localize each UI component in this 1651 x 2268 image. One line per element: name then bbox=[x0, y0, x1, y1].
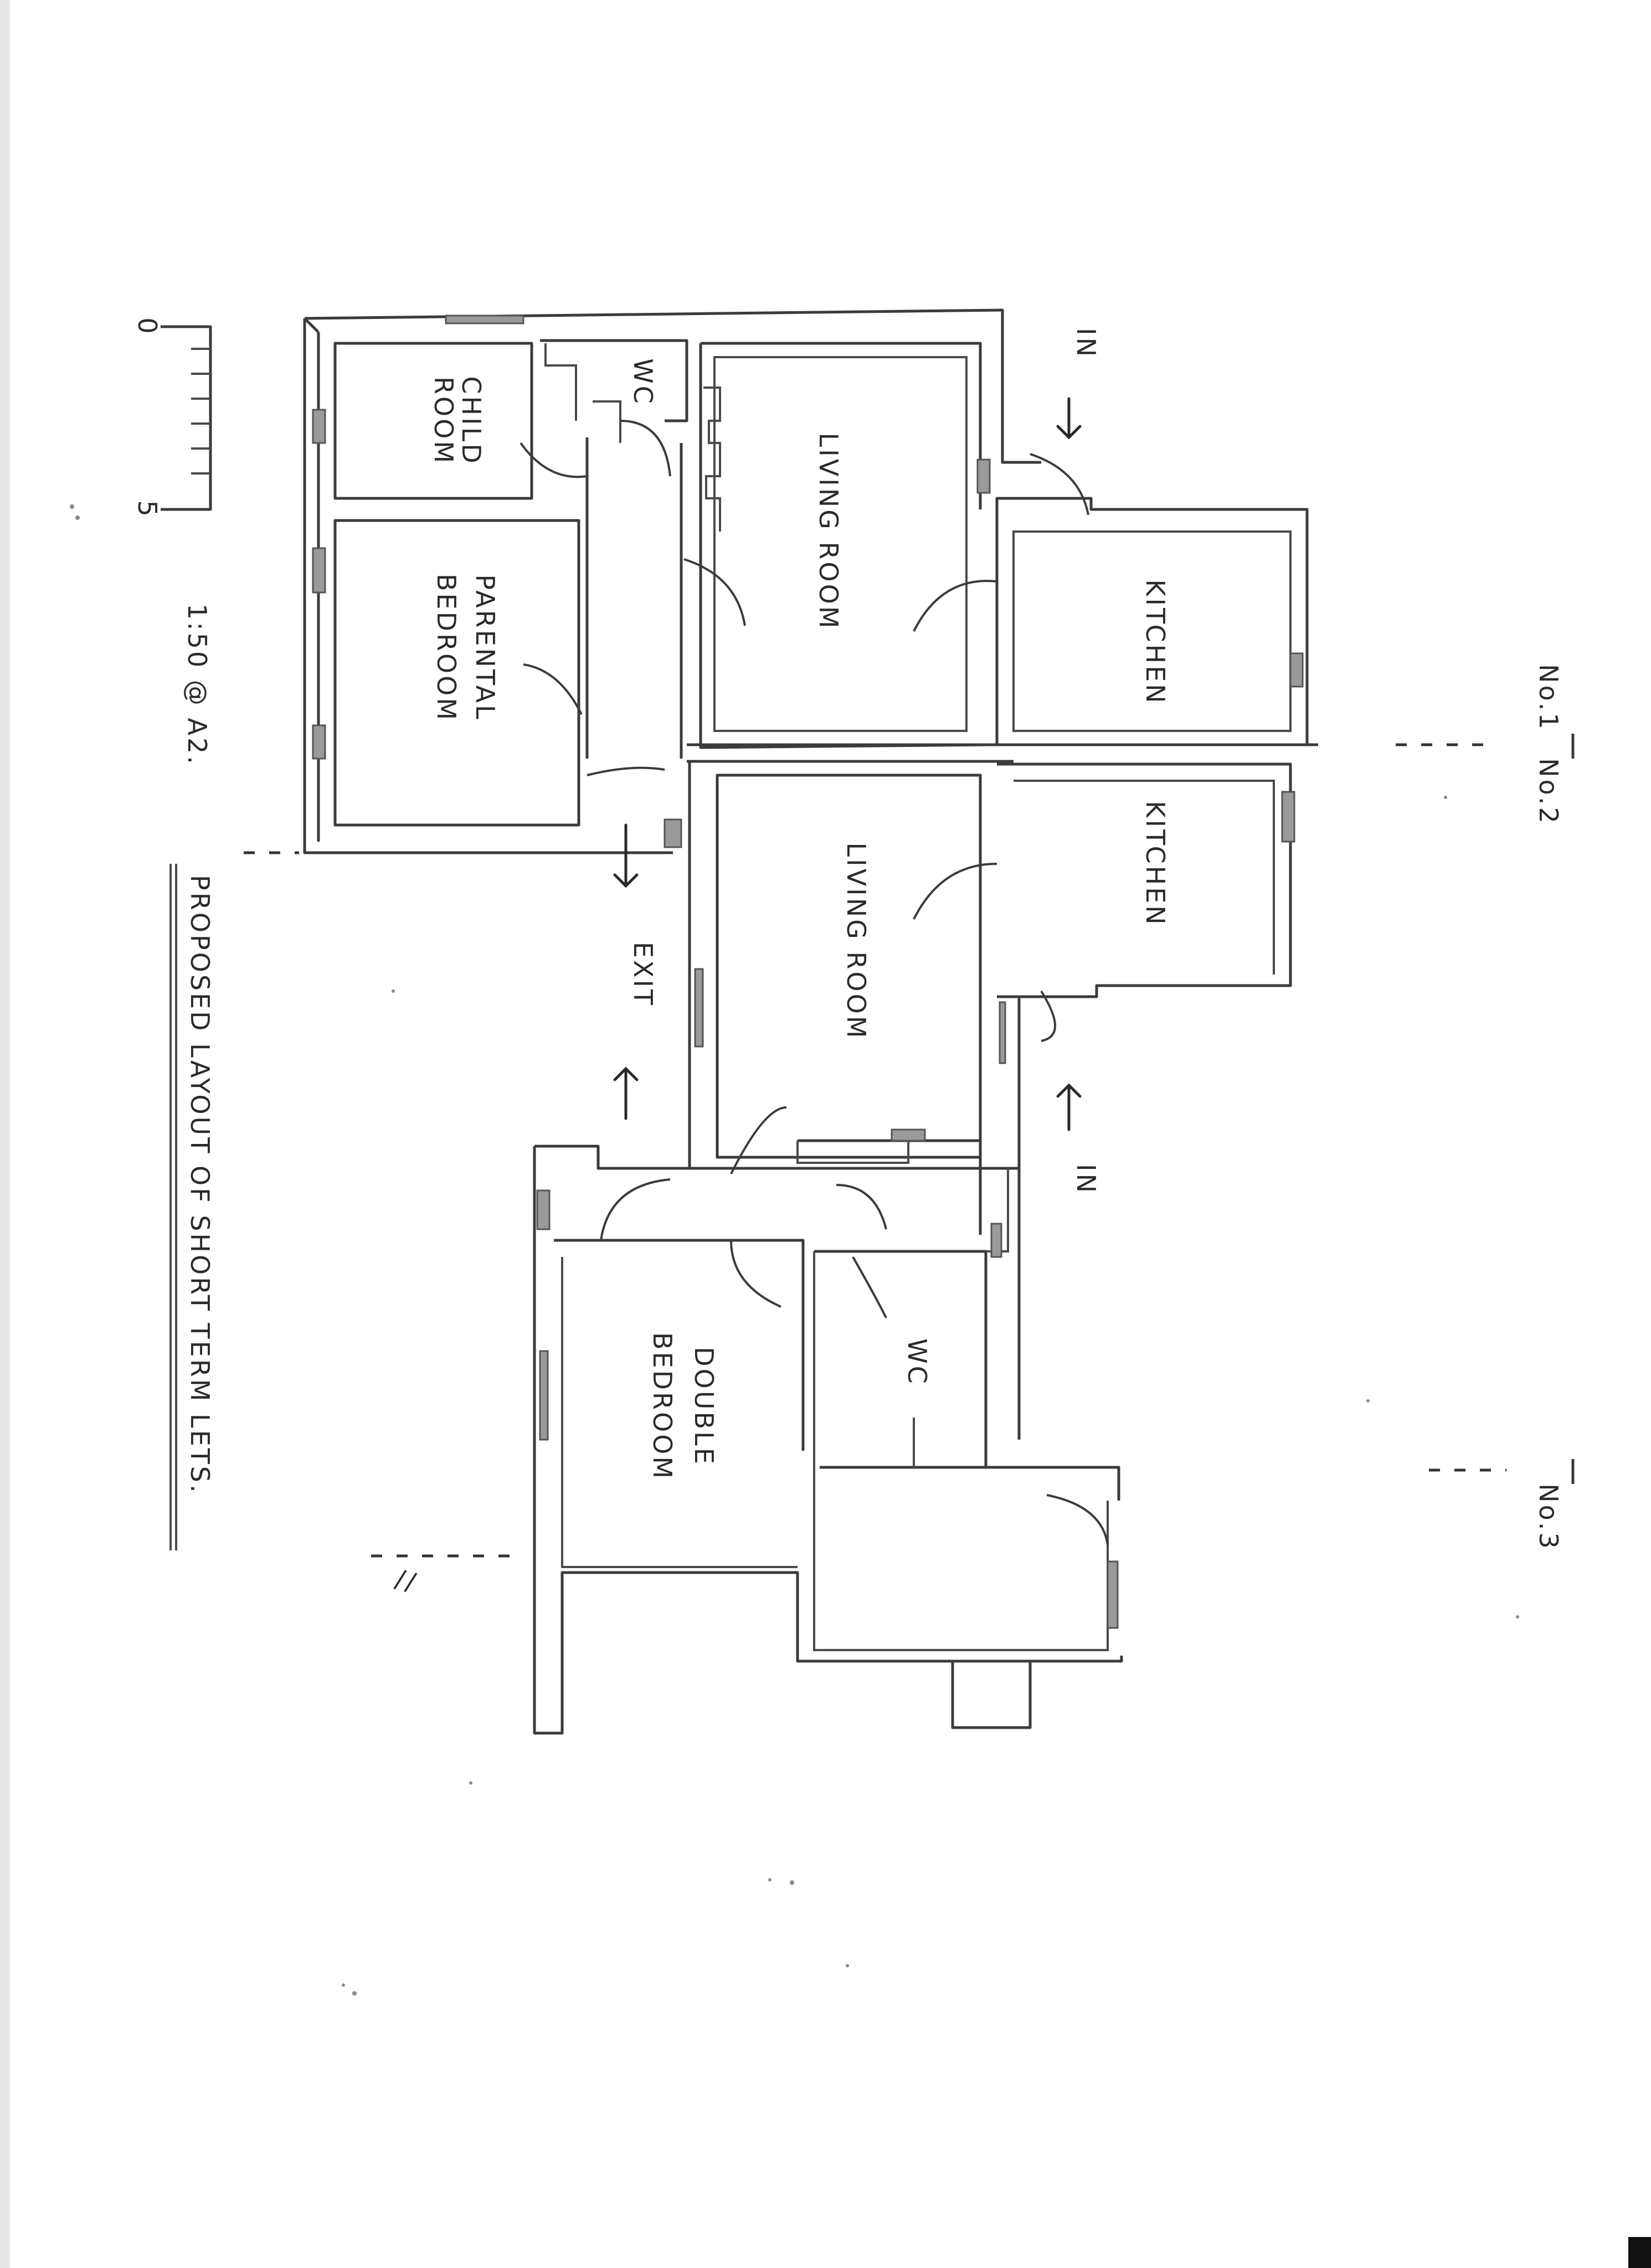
unit-2-doors bbox=[730, 863, 1056, 1174]
scale-bar-end-label: 5 bbox=[132, 500, 162, 518]
wc-unit2-label: WC bbox=[902, 1338, 932, 1386]
unit-2-walls bbox=[688, 761, 1292, 1440]
unit-3-windows bbox=[536, 1128, 1119, 1629]
unit-2-windows bbox=[694, 791, 1295, 1064]
unit-divider-lines bbox=[244, 734, 1575, 1558]
exit-label: EXIT bbox=[628, 942, 658, 1007]
in-arrow-bottom-icon bbox=[1056, 1083, 1082, 1131]
parental-bedroom-label-line1: PARENTAL bbox=[470, 574, 500, 721]
paper-edge bbox=[0, 0, 10, 2268]
unit-1-windows bbox=[312, 315, 1304, 848]
double-bedroom-label-line2: BEDROOM bbox=[647, 1332, 677, 1481]
unit-no1-label: No.1 bbox=[1534, 664, 1563, 731]
arrows bbox=[613, 397, 1082, 1131]
in-label-top: IN bbox=[1071, 328, 1101, 359]
unit-1-walls bbox=[303, 308, 1318, 854]
in-label-bottom: IN bbox=[1071, 1164, 1101, 1195]
in-arrow-top-icon bbox=[1056, 397, 1082, 440]
unit-3-walls bbox=[533, 1145, 1123, 1735]
exit-arrow-up-icon bbox=[613, 823, 639, 888]
scale-bar-start-label: 0 bbox=[132, 317, 162, 336]
living-room-1-label: LIVING ROOM bbox=[814, 433, 843, 631]
parental-bedroom-label-line2: BEDROOM bbox=[431, 574, 461, 722]
scan-specks bbox=[70, 504, 1519, 1996]
unit-no3-label: No.3 bbox=[1534, 1483, 1563, 1551]
unit-no2-label: No.2 bbox=[1534, 758, 1563, 826]
drawing-title: PROPOSED LAYOUT OF SHORT TERM LETS. bbox=[185, 875, 215, 1495]
unit-1-doors bbox=[520, 420, 1089, 776]
scale-text: 1:50 @ A2. bbox=[182, 604, 212, 766]
child-room-label-line2: ROOM bbox=[429, 377, 459, 465]
scale-bar bbox=[161, 325, 212, 511]
child-room-label-line1: CHILD bbox=[456, 376, 486, 465]
wc-unit1-label: WC bbox=[628, 358, 658, 406]
unit-3-doors bbox=[600, 1178, 1109, 1545]
title-underline bbox=[169, 864, 177, 1550]
kitchen-2-label: KITCHEN bbox=[1140, 801, 1170, 926]
living-room-2-label: LIVING ROOM bbox=[841, 843, 871, 1040]
kitchen-1-label: KITCHEN bbox=[1140, 579, 1170, 705]
double-bedroom-label-line1: DOUBLE bbox=[689, 1347, 719, 1466]
scan-corner-mark bbox=[1628, 2237, 1651, 2268]
break-mark: // bbox=[392, 1563, 421, 1597]
exit-arrow-down-icon bbox=[613, 1066, 639, 1120]
